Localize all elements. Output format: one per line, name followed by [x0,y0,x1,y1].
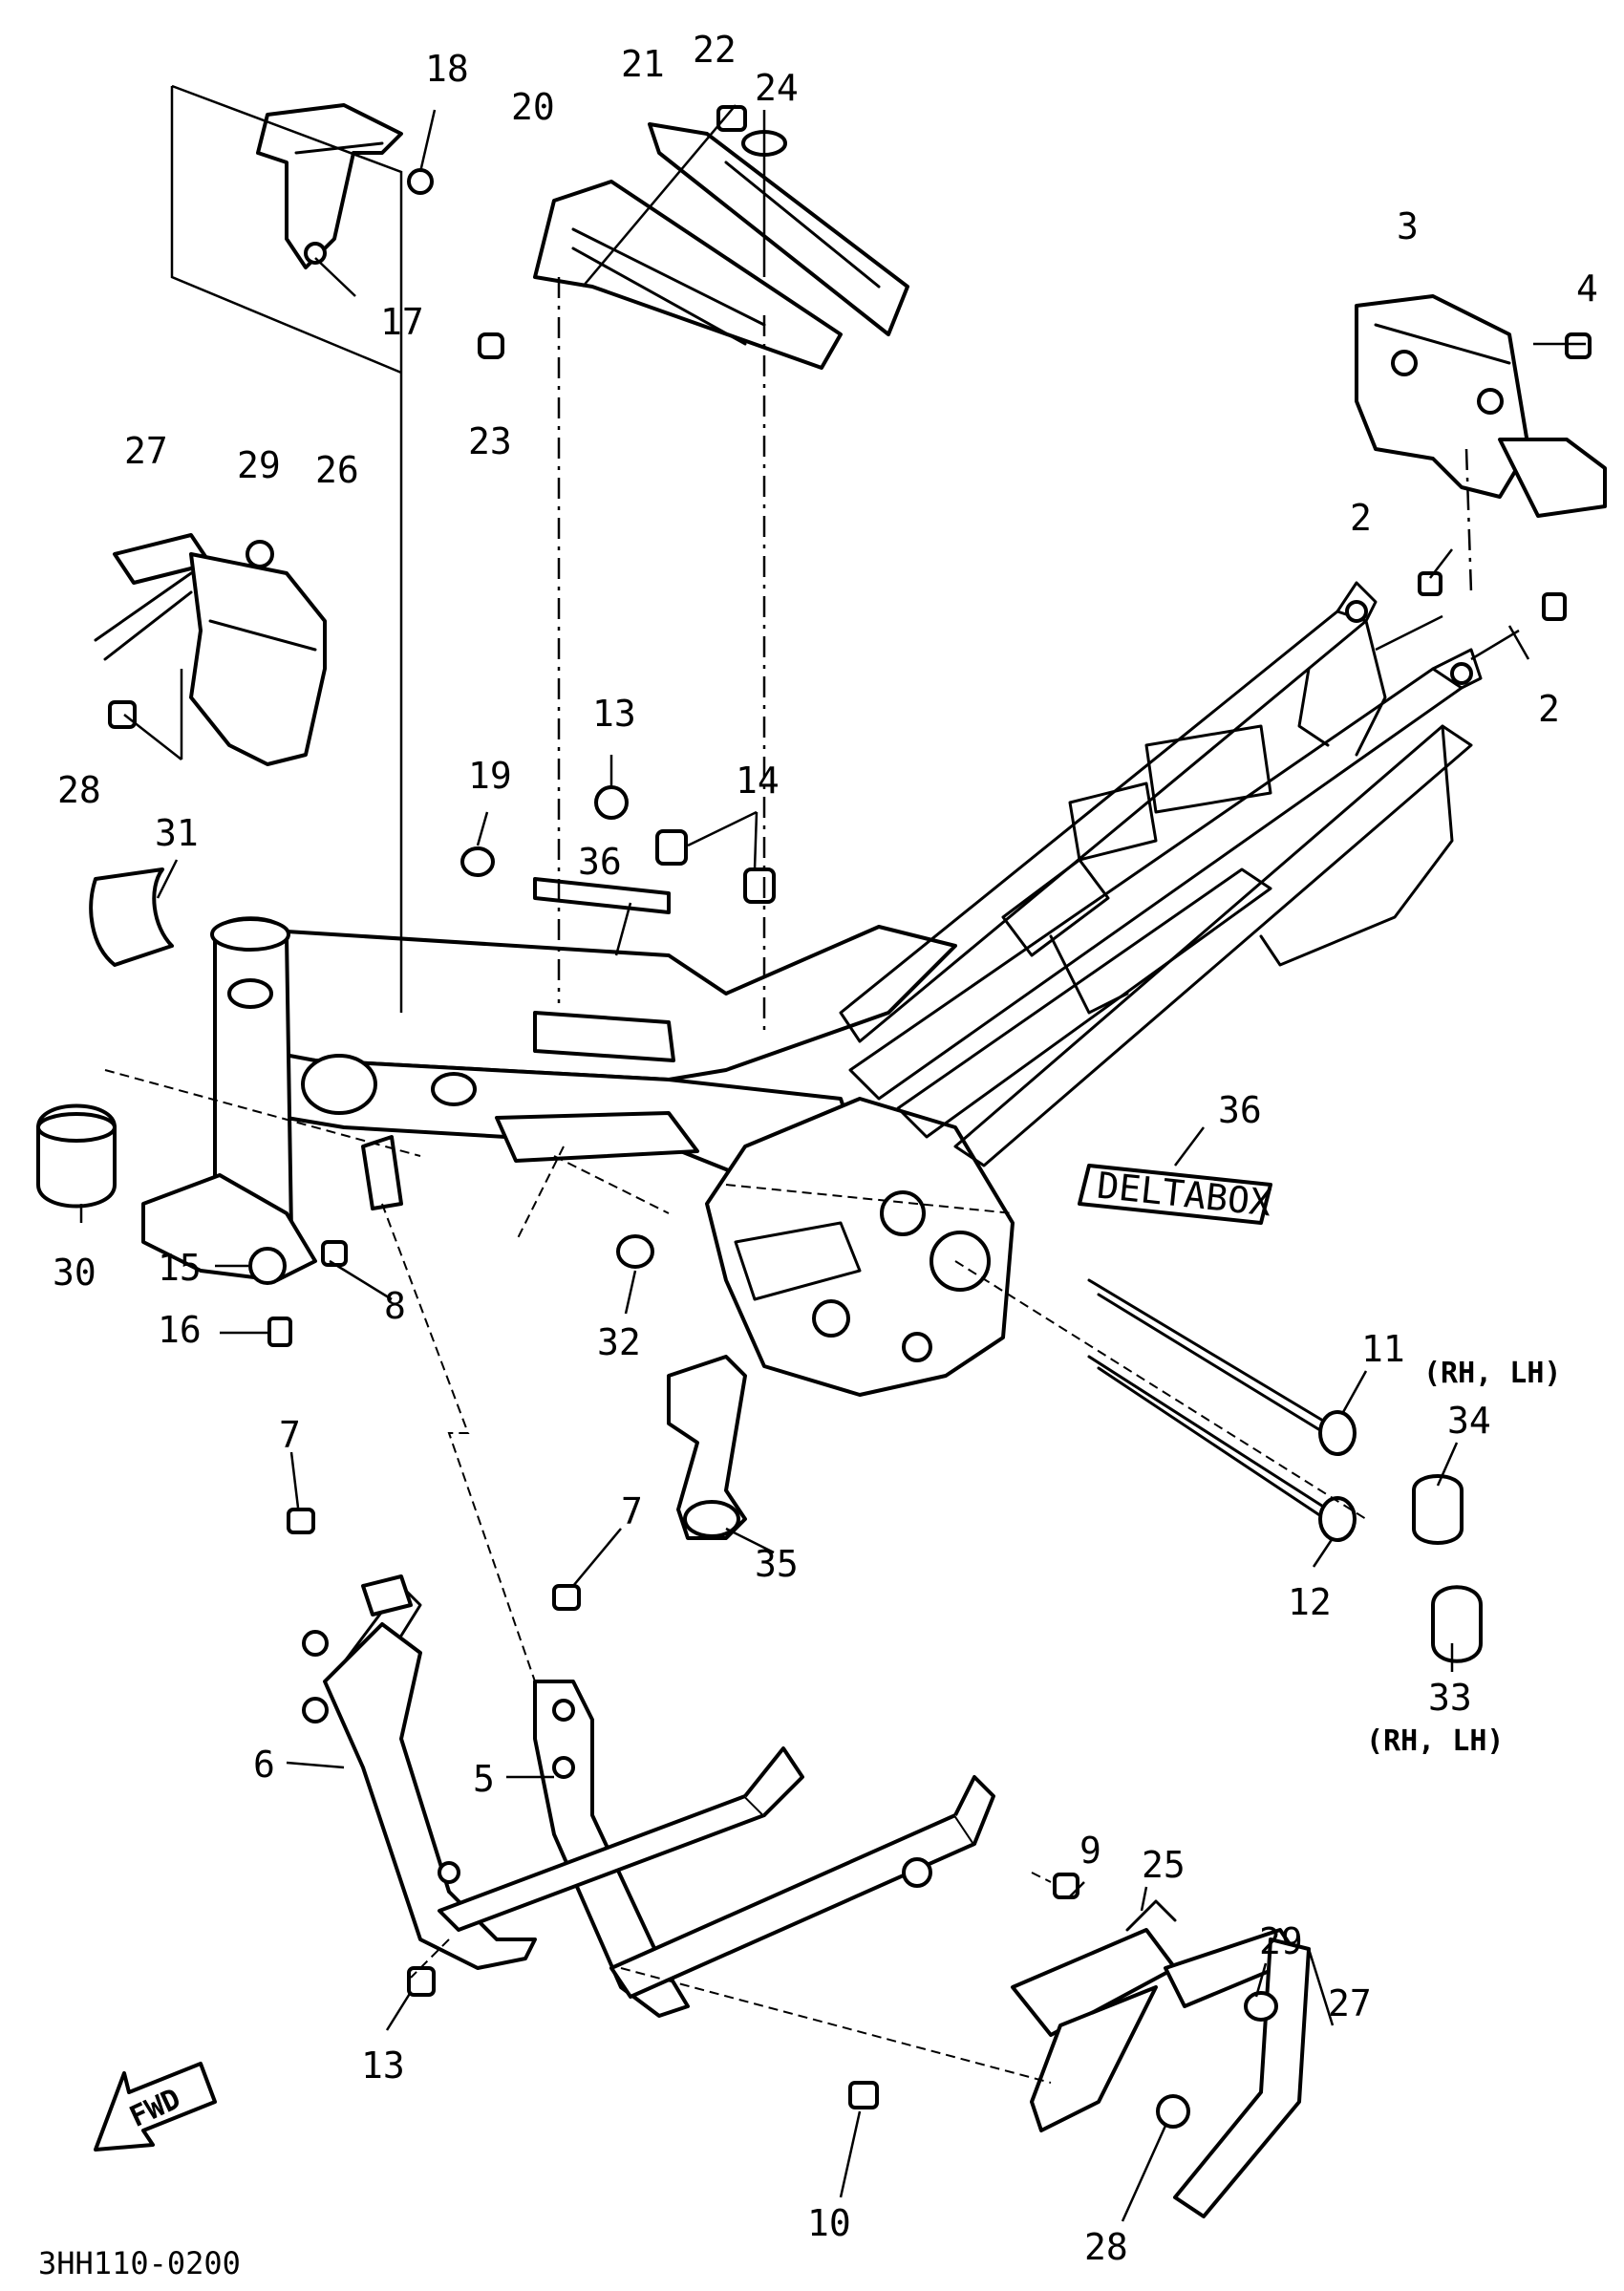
callout-16: 16 [158,1309,202,1351]
left-footrest-top [94,533,327,766]
callout-2-right: 2 [1538,688,1560,730]
callout-34: 34 [1447,1400,1491,1442]
callout-15: 15 [158,1247,202,1289]
upper-bracket [256,103,403,269]
callout-18: 18 [425,48,469,90]
callout-20: 20 [511,86,555,128]
side-cover-assembly [533,122,909,370]
callout-31: 31 [155,812,199,854]
callout-4: 4 [1576,268,1598,310]
callout-7-right: 7 [621,1490,643,1532]
callout-8: 8 [384,1285,406,1327]
decal-36-stripe [533,877,671,914]
callout-17: 17 [380,301,424,343]
callout-12: 12 [1288,1581,1332,1623]
rear-subframe [839,581,1483,1167]
cap-34 [1412,1474,1464,1545]
callout-11: 11 [1361,1328,1405,1370]
leader-lines [79,84,1586,2222]
callout-6: 6 [253,1744,275,1786]
side-note-bottom: (RH, LH) [1366,1724,1505,1758]
deltabox-decal-text: DELTABOX [1095,1165,1273,1225]
callout-13-top: 13 [592,693,636,735]
engine-mount-35 [667,1355,747,1540]
callout-28-bottom: 28 [1084,2226,1128,2268]
rubber-31 [89,867,174,967]
callout-30: 30 [53,1252,96,1294]
callout-3: 3 [1397,205,1419,247]
side-note-top: (RH, LH) [1423,1357,1562,1390]
fwd-arrow: FWD [94,2062,217,2152]
callout-21: 21 [621,43,665,85]
callout-5: 5 [473,1758,495,1800]
callout-2-left: 2 [1350,497,1372,539]
callout-24: 24 [755,67,799,109]
deltabox-decal: DELTABOX [1078,1164,1273,1225]
callout-27-bottom: 27 [1328,1982,1372,2024]
callout-29-top: 29 [237,444,281,486]
cap-33 [1431,1585,1483,1663]
callout-25: 25 [1142,1844,1186,1886]
callout-36-stripe: 36 [578,841,622,883]
callout-33: 33 [1428,1677,1472,1719]
callout-36-decal: 36 [1218,1089,1262,1131]
callout-29-bottom: 29 [1259,1920,1303,1962]
diagram-code: 3HH110-0200 [38,2245,241,2281]
callout-10: 10 [807,2202,851,2244]
main-frame [141,916,1015,1397]
long-bolts [1087,1278,1357,1542]
callout-32: 32 [597,1321,641,1363]
hardware [108,105,1592,2129]
callout-14: 14 [736,760,780,802]
callout-26: 26 [315,449,359,491]
engine-mount-brackets [302,1574,1311,2218]
rear-bracket [1355,294,1607,518]
callout-19: 19 [468,755,512,797]
callout-13-bottom: 13 [361,2045,405,2087]
callout-27-top: 27 [124,430,168,472]
callout-23: 23 [468,420,512,462]
callout-28-top: 28 [57,769,101,811]
callout-35: 35 [755,1543,799,1585]
callout-7-left: 7 [279,1414,301,1456]
callout-9: 9 [1079,1830,1101,1872]
callout-22: 22 [693,29,737,71]
